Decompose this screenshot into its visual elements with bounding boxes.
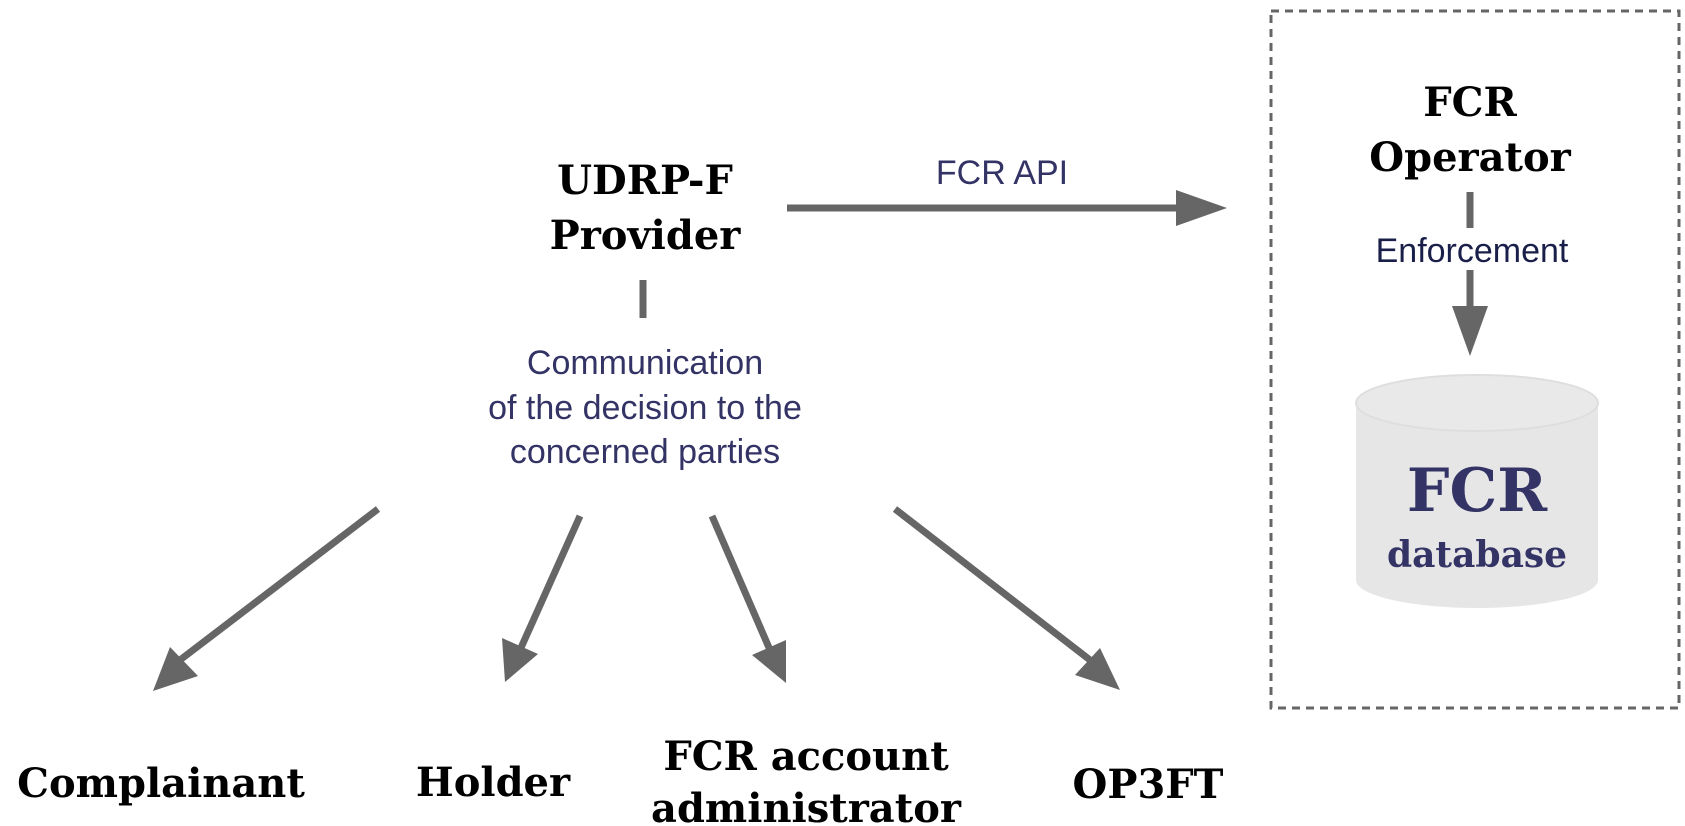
enforcement-arrow xyxy=(1452,192,1488,356)
fcr-database-cylinder: FCR database xyxy=(1355,374,1599,608)
communication-label-line2: of the decision to the xyxy=(488,389,802,427)
arrow-to-fcr-account-admin xyxy=(708,514,786,683)
fcr-database-title: FCR xyxy=(1407,456,1548,526)
fcr-api-label: FCR API xyxy=(936,154,1068,192)
fcr-api-arrow xyxy=(787,190,1227,226)
fcr-account-admin-node: FCR account administrator xyxy=(651,733,962,826)
enforcement-label: Enforcement xyxy=(1376,232,1569,270)
fcr-operator-label-line2: Operator xyxy=(1369,134,1571,181)
communication-label: Communication of the decision to the con… xyxy=(488,344,802,471)
communication-label-line1: Communication xyxy=(527,344,763,382)
udrp-provider-node: UDRP-F Provider xyxy=(550,157,742,259)
fcr-operator-boundary xyxy=(1269,9,1681,710)
communication-label-line3: concerned parties xyxy=(510,433,780,471)
fcr-account-admin-label-line1: FCR account xyxy=(663,733,949,780)
arrow-to-op3ft xyxy=(892,506,1120,690)
fcr-operator-node: FCR Operator xyxy=(1369,79,1571,181)
arrow-to-complainant xyxy=(153,506,381,691)
fcr-database-subtitle: database xyxy=(1387,534,1567,576)
fcr-operator-label-line1: FCR xyxy=(1423,79,1517,126)
op3ft-node: OP3FT xyxy=(1073,761,1224,808)
complainant-node: Complainant xyxy=(17,760,305,807)
arrow-to-holder xyxy=(502,514,584,682)
holder-node: Holder xyxy=(416,759,571,806)
fcr-account-admin-label-line2: administrator xyxy=(651,785,962,826)
udrp-provider-label-line1: UDRP-F xyxy=(557,157,733,204)
udrp-provider-label-line2: Provider xyxy=(550,212,742,259)
